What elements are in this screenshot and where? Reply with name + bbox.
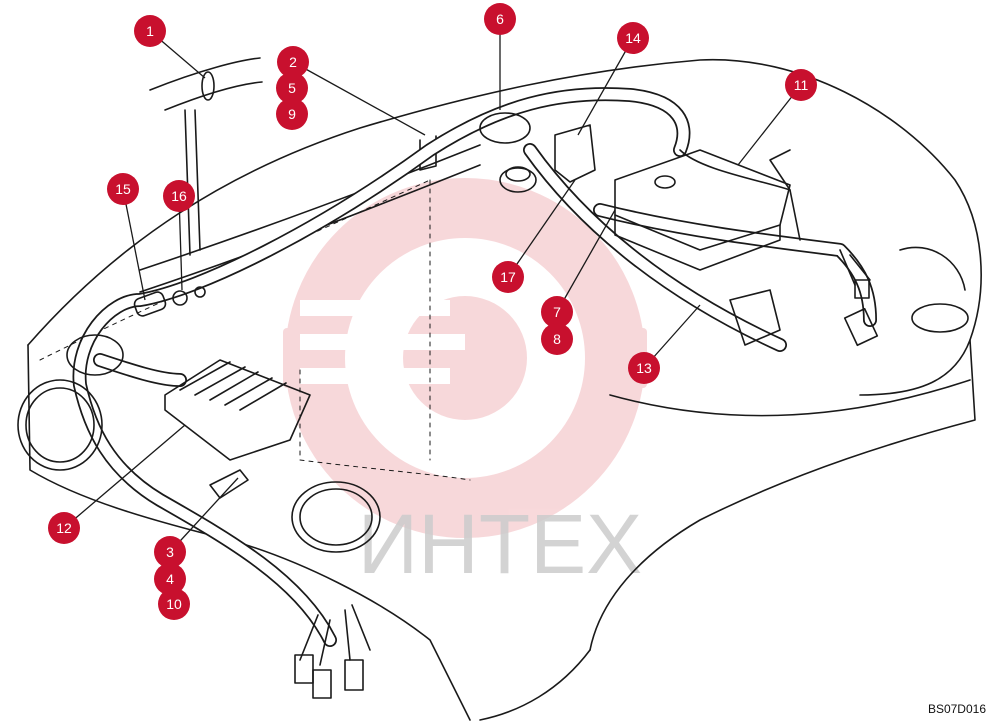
svg-text:17: 17: [500, 269, 516, 285]
watermark-logo: [283, 178, 647, 538]
svg-text:3: 3: [166, 544, 174, 560]
svg-text:14: 14: [625, 30, 641, 46]
svg-text:12: 12: [56, 520, 72, 536]
socket-17: [499, 166, 537, 193]
callout-8: 8: [541, 323, 573, 355]
svg-text:9: 9: [288, 106, 296, 122]
plug-15-16: [133, 286, 206, 317]
callout-9: 9: [276, 98, 308, 130]
frame-tube: [139, 57, 481, 293]
svg-text:7: 7: [553, 304, 561, 320]
callout-14: 14: [617, 22, 649, 54]
relay-bracket: [554, 124, 781, 346]
callout-13: 13: [628, 352, 660, 384]
svg-text:16: 16: [171, 188, 187, 204]
callout-16: 16: [163, 180, 195, 212]
callout-1: 1: [134, 15, 166, 47]
svg-text:15: 15: [115, 181, 131, 197]
grommet-rings: [17, 112, 531, 553]
svg-text:1: 1: [146, 23, 154, 39]
svg-text:10: 10: [166, 596, 182, 612]
svg-text:2: 2: [289, 54, 297, 70]
callout-5: 5: [276, 72, 308, 104]
svg-text:8: 8: [553, 331, 561, 347]
callout-15: 15: [107, 173, 139, 205]
machine-body: [27, 58, 982, 721]
main-harness: [72, 87, 877, 647]
controller-module: [164, 359, 311, 461]
callout-3: 3: [154, 536, 186, 568]
callout-2: 2: [277, 46, 309, 78]
svg-text:13: 13: [636, 360, 652, 376]
figure-code: BS07D016: [927, 702, 986, 716]
svg-text:11: 11: [794, 77, 809, 93]
callout-11: 11: [785, 69, 817, 101]
callout-6: 6: [484, 3, 516, 35]
watermark-text: ИНТЕХ: [358, 497, 642, 591]
svg-text:6: 6: [496, 11, 504, 27]
svg-text:4: 4: [166, 571, 174, 587]
callout-17: 17: [492, 261, 524, 293]
end-connectors: [209, 249, 879, 699]
callout-4: 4: [154, 563, 186, 595]
svg-text:5: 5: [288, 80, 296, 96]
callout-12: 12: [48, 512, 80, 544]
callout-7: 7: [541, 296, 573, 328]
fuse-box: [614, 149, 791, 271]
callout-10: 10: [158, 588, 190, 620]
